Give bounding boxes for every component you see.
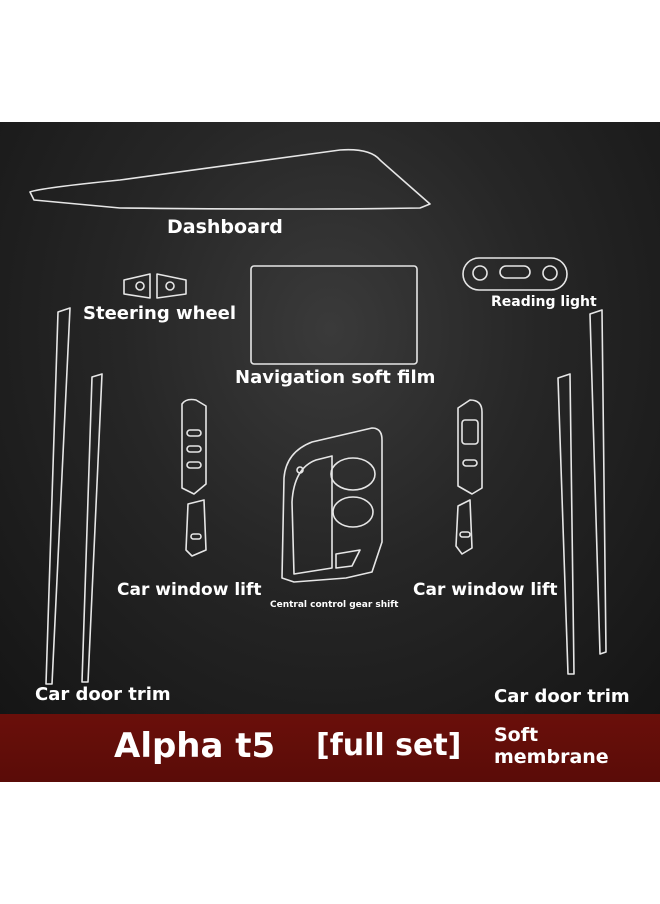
membrane-line-1: Soft — [494, 724, 539, 746]
gear-shift-label: Central control gear shift — [270, 600, 399, 610]
film-pieces — [29, 148, 607, 685]
steering-wheel-film — [123, 273, 187, 299]
door-trim-right-label: Car door trim — [494, 686, 630, 707]
door-trim-left-inner — [81, 373, 103, 683]
window-lift-right-film — [455, 399, 483, 555]
set-label: [full set] — [316, 728, 462, 763]
window-lift-left-label: Car window lift — [117, 580, 262, 600]
reading-light-film — [462, 257, 568, 291]
gear-shift-film — [281, 427, 383, 583]
door-trim-left-outer — [45, 307, 71, 685]
dashboard-label: Dashboard — [167, 216, 283, 238]
dashboard-film — [29, 148, 431, 210]
reading-light-label: Reading light — [491, 294, 597, 310]
door-trim-right-outer — [589, 309, 607, 655]
membrane-line-2: membrane — [494, 746, 609, 768]
door-trim-right-inner — [557, 373, 575, 675]
window-lift-left-film — [181, 398, 207, 557]
membrane-label: Soft membrane — [494, 724, 644, 768]
navigation-label: Navigation soft film — [235, 367, 436, 388]
product-panel: Dashboard Steering wheel Reading light N… — [0, 122, 660, 714]
product-banner: Alpha t5 [full set] Soft membrane — [0, 714, 660, 782]
navigation-film — [250, 265, 418, 365]
door-trim-left-label: Car door trim — [35, 684, 171, 705]
steering-wheel-label: Steering wheel — [83, 303, 237, 324]
window-lift-right-label: Car window lift — [413, 580, 558, 600]
model-name: Alpha t5 — [114, 726, 276, 766]
